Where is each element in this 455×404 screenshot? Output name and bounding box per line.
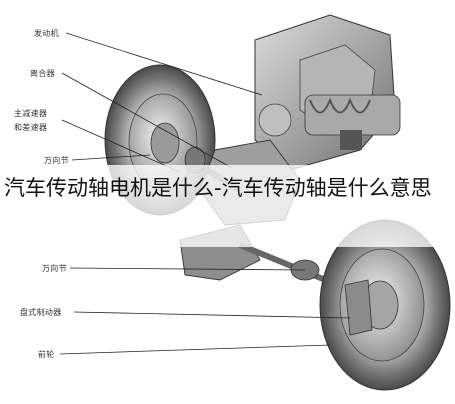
- leader-lines: [59, 32, 351, 355]
- label-clutch: 离合器: [30, 69, 55, 78]
- label-engine: 发动机: [34, 29, 59, 38]
- label-main-reducer-line2: 和差速器: [14, 123, 48, 132]
- label-front-wheel: 前轮: [38, 350, 55, 359]
- page-caption: 汽车传动轴电机是什么-汽车传动轴是什么意思: [4, 176, 432, 200]
- disc-brake-caliper: [344, 279, 373, 336]
- label-universal-joint-upper: 万向节: [44, 156, 69, 165]
- engine-block: [254, 14, 401, 171]
- caption-band: [0, 165, 455, 247]
- label-disc-brake: 盘式制动器: [20, 308, 62, 317]
- label-main-reducer-line1: 主减速器: [14, 109, 48, 118]
- label-universal-joint-lower: 万向节: [42, 264, 67, 273]
